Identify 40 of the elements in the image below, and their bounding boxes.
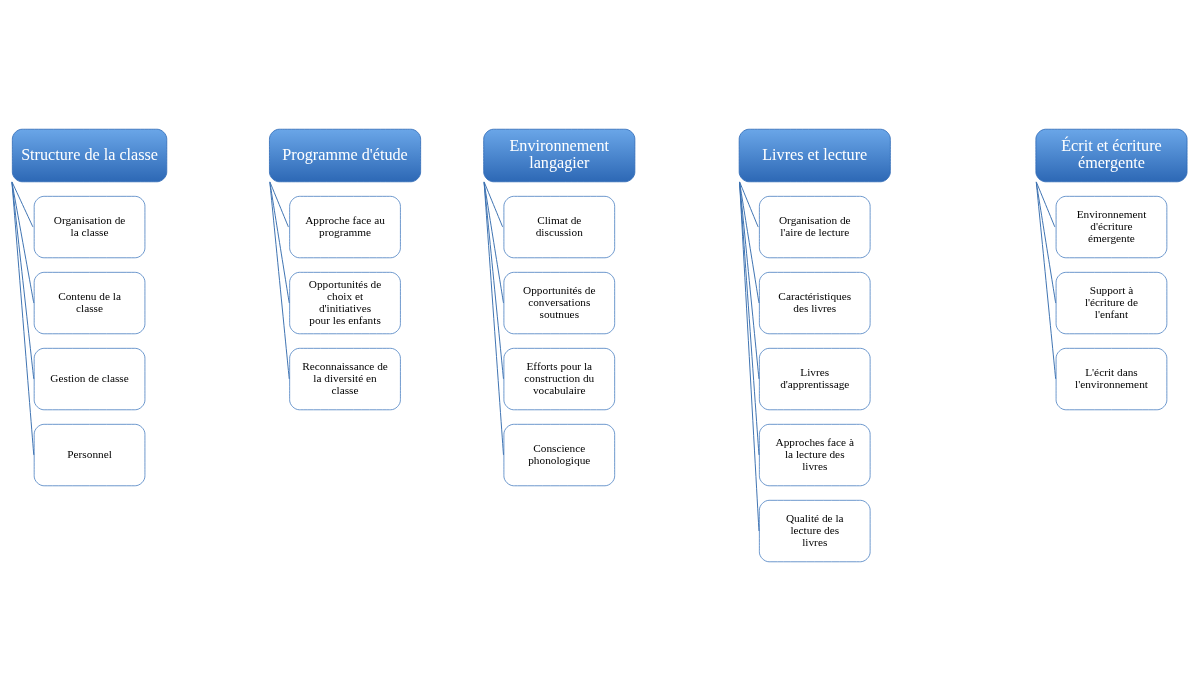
node-box: Organisation de l'aire de lecture [758,195,871,258]
connector [1035,180,1056,228]
connector [739,181,760,532]
connector [1035,181,1057,304]
node-box: Livres et lecture [738,128,891,182]
node-box: Climat de discussion [503,195,616,258]
node-box: Programme d'étude [269,128,422,182]
connector [739,181,760,456]
connector [11,181,35,456]
node-box: Conscience phonologique [503,423,616,486]
node-box: Efforts pour la construction du vocabulaire [503,347,616,410]
connector [11,181,35,304]
node-box: Approche face au programme [289,195,401,258]
node-box: Écrit et écriture émergente [1035,128,1188,182]
node-box: Opportunités de conversations soutnues [503,271,616,334]
node-box: Qualité de la lecture des livres [758,499,871,562]
node-box: Structure de la classe [11,128,168,182]
connector [269,181,290,380]
connector [483,181,504,456]
node-box: Opportunités de choix et d'initiatives pour les enfants [289,271,401,334]
node-box: Environnement d'écriture émergente [1055,195,1168,258]
node-box: Support à l'écriture de l'enfant [1055,271,1168,334]
connector [483,181,504,380]
node-box: Personnel [33,423,146,486]
connector [739,181,760,380]
connector [739,181,760,304]
node-box: Contenu de la classe [33,271,146,334]
node-box: Environnement langagier [483,128,636,182]
node-box: Livres d'apprentissage [758,347,871,410]
connector [483,181,504,304]
connector [11,181,35,380]
connector [269,181,290,304]
node-box: Gestion de classe [33,347,146,410]
node-box: Approches face à la lecture des livres [758,423,871,486]
node-box: Organisation de la classe [33,195,146,258]
connector [739,180,759,228]
node-box: L'écrit dans l'environnement [1055,347,1168,410]
node-box: Reconnaissance de la diversité en classe [289,347,401,410]
connector [1035,181,1057,380]
node-box: Caractéristiques des livres [758,271,871,334]
